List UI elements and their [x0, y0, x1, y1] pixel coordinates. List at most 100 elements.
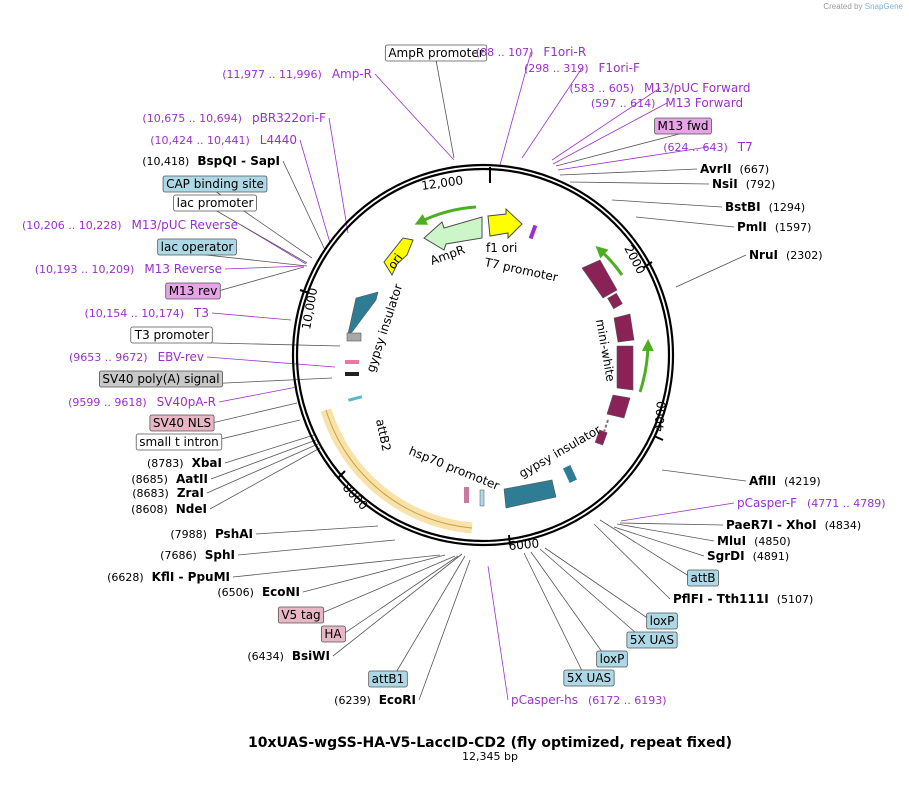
label-pcasper-hs: pCasper-hs(6172 .. 6193) [511, 693, 667, 707]
l4440-leader [299, 139, 331, 244]
lac-operator-leader [196, 253, 308, 267]
sv40-poly-a-signal-box [99, 370, 223, 388]
pshai-text: (7988)PshAI [170, 527, 253, 541]
label-loxp: loxP [596, 650, 628, 668]
ampr-promoter-box [384, 44, 488, 62]
5x-uas-text: 5X UAS [630, 633, 674, 647]
label-ndei: (8608)NdeI [131, 502, 207, 516]
label-avrii: AvrII(667) [700, 162, 769, 176]
loxp-leader [544, 547, 663, 629]
label-pcasper-f: pCasper-F(4771 .. 4789) [737, 496, 886, 510]
tick-label-8000: 8000 [340, 481, 371, 513]
avrii-text: AvrII(667) [700, 162, 769, 176]
label-attb: attB [687, 569, 719, 587]
5x-uas-text: 5X UAS [567, 671, 611, 685]
mark-small-t [345, 372, 359, 376]
lac-promoter-text: lac promoter [177, 196, 254, 210]
label-ecori: (6239)EcoRI [334, 693, 416, 707]
label-nrui: NruI(2302) [749, 248, 823, 262]
loxp-box [596, 650, 628, 668]
backbone-inner [295, 167, 671, 543]
nsii-text: NsiI(792) [712, 177, 775, 191]
m13-puc-reverse-text: (10,206 .. 10,228)M13/pUC Reverse [22, 218, 238, 232]
label-sgrdi: SgrDI(4891) [707, 549, 789, 563]
feature-ampr [423, 216, 483, 251]
nrui-text: NruI(2302) [749, 248, 823, 262]
lac-promoter-leader [214, 209, 308, 264]
amp-r-leader [374, 73, 455, 161]
bspqi-sapi-text: (10,418)BspQI - SapI [142, 154, 280, 168]
tick-label-12000: 12,000 [420, 173, 464, 193]
v5-tag-leader [300, 555, 456, 623]
label-aatii: (8685)AatII [131, 472, 208, 486]
label-l4440: (10,424 .. 10,441)L4440 [150, 133, 297, 147]
label-pflfi-tth111i: PflFI - Tth111I(5107) [673, 592, 813, 606]
label-mlui: MluI(4850) [717, 534, 791, 548]
m13-puc-forward-leader [551, 87, 661, 161]
pbr322ori-f-text: (10,675 .. 10,694)pBR322ori-F [142, 111, 326, 125]
sv40pa-r-text: (9599 .. 9618)SV40pA-R [68, 395, 216, 409]
mark-sv40-nls [345, 360, 359, 364]
direction-arrows [414, 205, 654, 393]
5x-uas-leader [539, 548, 653, 648]
paer7i-xhoi-text: PaeR7I - XhoI(4834) [726, 518, 861, 532]
label-attb1: attB1 [368, 670, 408, 688]
label-5x-uas: 5X UAS [563, 669, 615, 687]
map-title: 10xUAS-wgSS-HA-V5-LaccID-CD2 (fly optimi… [248, 735, 732, 751]
label-lac-promoter: lac promoter [173, 194, 257, 212]
mark-attb1 [479, 489, 485, 507]
label-t7-promoter: T7 promoter [482, 255, 559, 284]
label-kfli-ppumi: (6628)KflI - PpuMI [107, 570, 230, 584]
attb-leader [599, 519, 704, 586]
lac-operator-box [157, 238, 237, 256]
pflfi-tth111i-leader [593, 523, 671, 600]
t3-promoter-text: T3 promoter [134, 328, 210, 342]
label-hsp70-promoter: hsp70 promoter [407, 444, 502, 493]
ampr-promoter-leader [435, 59, 455, 159]
cap-binding-site-box [162, 175, 268, 193]
loxp-box [646, 612, 678, 630]
f1ori-r-text: (88 .. 107)F1ori-R [476, 45, 586, 59]
label-ha: HA [320, 625, 346, 643]
m13-reverse-text: (10,193 .. 10,209)M13 Reverse [35, 262, 222, 276]
label-sphi: (7686)SphI [160, 548, 235, 562]
paer7i-xhoi-leader [619, 522, 724, 526]
bstbi-leader [611, 199, 723, 208]
m13-puc-forward-text: (583 .. 605)M13/pUC Forward [569, 81, 750, 95]
bsiwi-text: (6434)BsiWI [247, 649, 330, 663]
label-ebv-rev: (9653 .. 9672)EBV-rev [69, 350, 204, 364]
ecori-leader [418, 559, 471, 701]
attb1-box [368, 670, 408, 688]
cap-binding-site-text: CAP binding site [166, 177, 264, 191]
aatii-leader [210, 439, 317, 480]
snapgene-logo: SnapGene [864, 2, 903, 11]
feature-t7-promoter [528, 224, 538, 240]
snapgene-credit: Created by SnapGene [823, 2, 903, 11]
label-m13-puc-forward: (583 .. 605)M13/pUC Forward [569, 81, 750, 95]
label-bspqi-sapi: (10,418)BspQI - SapI [142, 154, 280, 168]
sphi-text: (7686)SphI [160, 548, 235, 562]
ampr-promoter-text: AmpR promoter [388, 46, 483, 60]
lac-promoter-box [173, 194, 257, 212]
label-f1-ori: f1 ori [486, 241, 517, 255]
pmli-leader [635, 216, 735, 228]
sphi-leader [237, 539, 396, 556]
pcasper-hs-leader [487, 565, 509, 701]
credit-prefix: Created by [823, 2, 863, 11]
t7-leader [557, 146, 709, 171]
t7-text: (624 .. 643)T7 [663, 140, 753, 154]
label-amp-r: (11,977 .. 11,996)Amp-R [222, 67, 372, 81]
label-t7: (624 .. 643)T7 [663, 140, 753, 154]
bsiwi-leader [332, 553, 463, 657]
bspqi-sapi-leader [282, 160, 326, 251]
tick-label-4000: 4000 [652, 401, 669, 433]
label-m13-rev: M13 rev [165, 282, 221, 300]
sgrdi-text: SgrDI(4891) [707, 549, 789, 563]
sv40pa-r-leader [218, 386, 298, 403]
label-f1ori-r: (88 .. 107)F1ori-R [476, 45, 586, 59]
pcasper-hs-text: pCasper-hs(6172 .. 6193) [511, 693, 667, 707]
m13-fwd-leader [555, 132, 684, 167]
ebv-rev-leader [206, 356, 336, 368]
label-zrai: (8683)ZraI [132, 486, 204, 500]
sv40-nls-box [149, 414, 215, 432]
